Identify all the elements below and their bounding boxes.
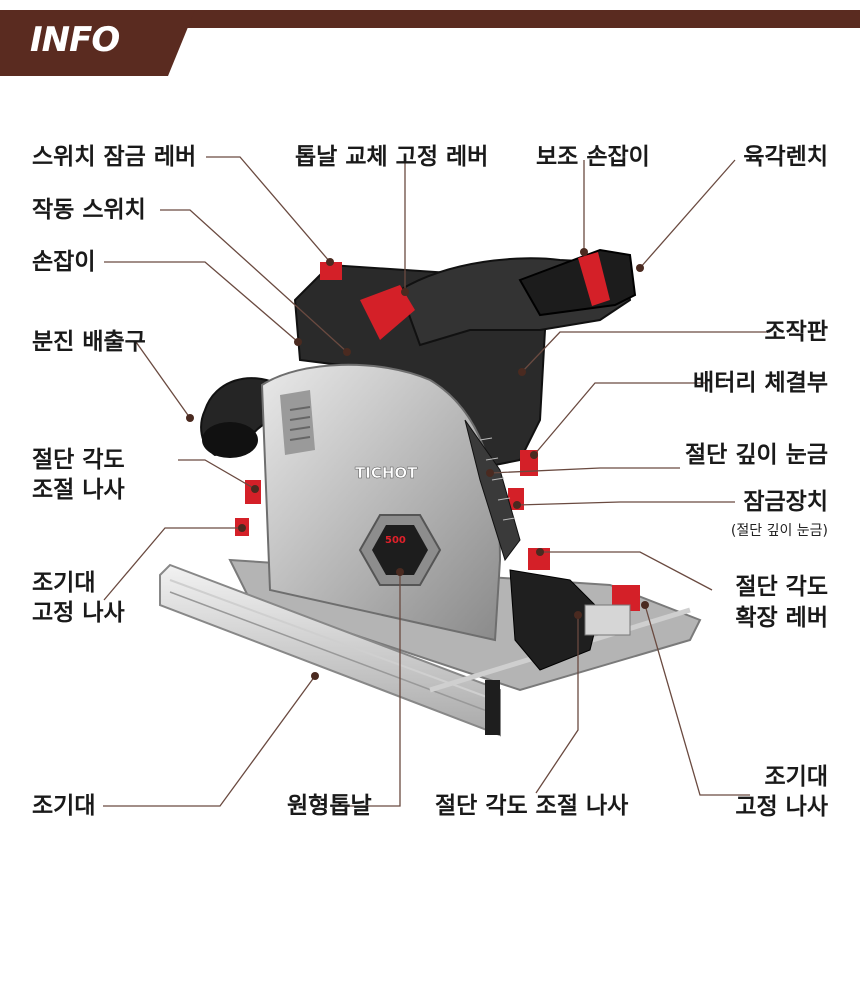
label-depth-scale: 절단 깊이 눈금 [685,442,828,468]
blade-lock-lever-shape [360,285,415,340]
label-fence-screw-left-line2: 고정 나사 [32,600,125,626]
hex-badge-text: 500 [385,535,406,546]
label-handle: 손잡이 [32,249,96,275]
label-aux-handle: 보조 손잡이 [536,144,650,170]
label-switch-lock-lever: 스위치 잠금 레버 [32,144,197,170]
leader-lines [103,156,770,807]
header-tab [0,10,195,76]
label-angle-ext-lever-line2: 확장 레버 [735,605,828,631]
label-fence-screw-right-line1: 조기대 [764,764,828,790]
label-angle-ext-lever-line1: 절단 각도 [735,574,828,600]
leader-dots [186,248,649,680]
page-title: INFO [30,20,120,60]
header-bar [0,10,860,28]
label-fence-screw-right-line2: 고정 나사 [735,794,828,820]
label-control-panel: 조작판 [764,319,828,345]
brand-logo: TICHOT [355,464,419,483]
label-trigger-switch: 작동 스위치 [32,197,146,223]
label-hex-wrench: 육각렌치 [743,144,828,170]
label-angle-screw-left-line1: 절단 각도 [32,447,125,473]
brand-logo-text: TICHOT [355,464,418,482]
label-lock-device-sub: (절단 깊이 눈금) [730,523,828,539]
label-fence: 조기대 [32,793,96,819]
label-battery-mount: 배터리 체결부 [693,370,828,396]
label-circular-blade: 원형톱날 [287,793,372,819]
label-dust-outlet: 분진 배출구 [32,329,146,355]
label-blade-change-lock-lever: 톱날 교체 고정 레버 [295,144,489,170]
label-lock-device: 잠금장치 [743,489,828,515]
depth-scale-shape [464,419,521,562]
label-fence-screw-left-line1: 조기대 [32,570,96,596]
label-angle-screw-bottom: 절단 각도 조절 나사 [435,793,629,819]
label-angle-screw-left-line2: 조절 나사 [32,477,125,503]
